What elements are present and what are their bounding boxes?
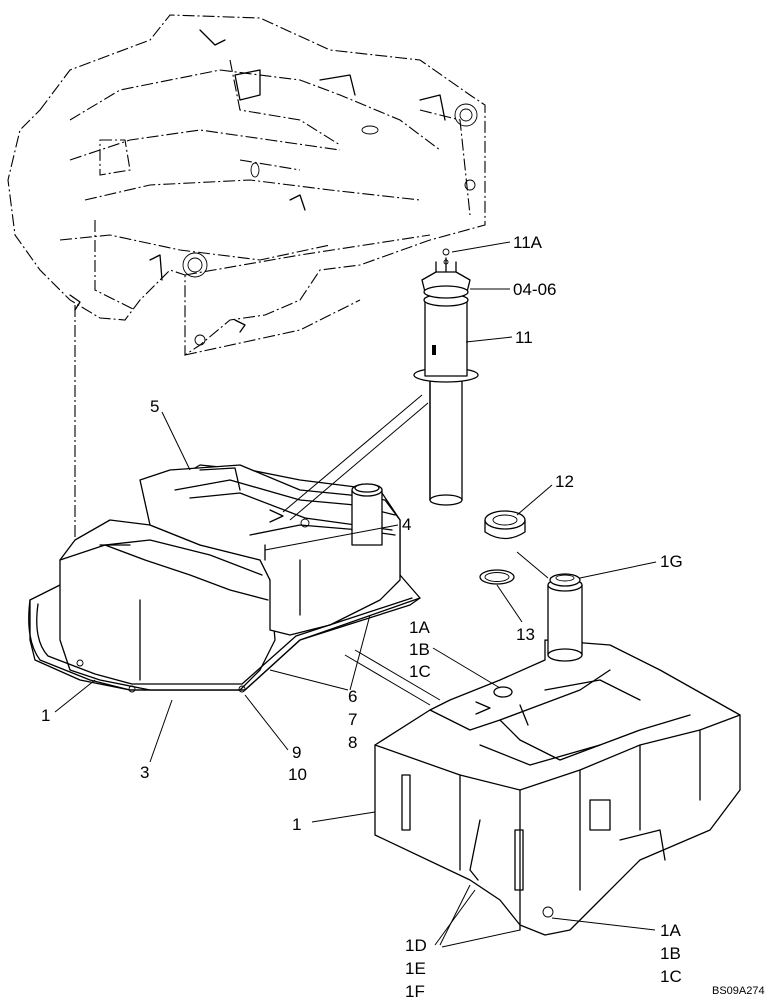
fuel-cap <box>484 510 526 540</box>
callout-8: 8 <box>348 733 357 752</box>
callout-1c-bottom: 1C <box>660 967 682 986</box>
callout-11a: 11A <box>513 233 543 252</box>
chassis-frame <box>7 14 486 357</box>
callout-13: 13 <box>516 625 535 644</box>
callout-1-left: 1 <box>41 706 50 725</box>
callout-1g: 1G <box>660 552 683 571</box>
callout-1a-top: 1A <box>409 618 430 637</box>
figure-reference: BS09A274 <box>712 985 765 997</box>
callout-6: 6 <box>348 687 357 706</box>
callout-9: 9 <box>292 743 301 762</box>
callout-10: 10 <box>288 765 307 784</box>
leader-lines <box>54 241 657 948</box>
callout-7: 7 <box>348 710 357 729</box>
callout-1-mid: 1 <box>292 815 301 834</box>
cap-gasket <box>479 569 515 585</box>
callout-1a-bottom: 1A <box>660 921 681 940</box>
tank-shield-assembly <box>28 464 421 693</box>
callout-04-06: 04-06 <box>513 280 556 299</box>
callout-4: 4 <box>402 515 411 534</box>
fuel-sender-unit <box>413 248 479 506</box>
callout-1b-bottom: 1B <box>660 944 681 963</box>
callout-12: 12 <box>555 472 574 491</box>
callout-1e: 1E <box>405 959 426 978</box>
callout-1f: 1F <box>405 982 425 1000</box>
callout-5: 5 <box>150 397 159 416</box>
callout-1b-top: 1B <box>409 640 430 659</box>
callout-11: 11 <box>515 328 533 347</box>
callout-3: 3 <box>140 763 149 782</box>
fuel-tank <box>374 573 741 936</box>
callout-1d: 1D <box>405 936 427 955</box>
callout-labels: 11A 04-06 11 5 12 4 1G 13 1A 1B 1C 1 6 7… <box>41 233 765 1000</box>
callout-1c-top: 1C <box>409 662 431 681</box>
